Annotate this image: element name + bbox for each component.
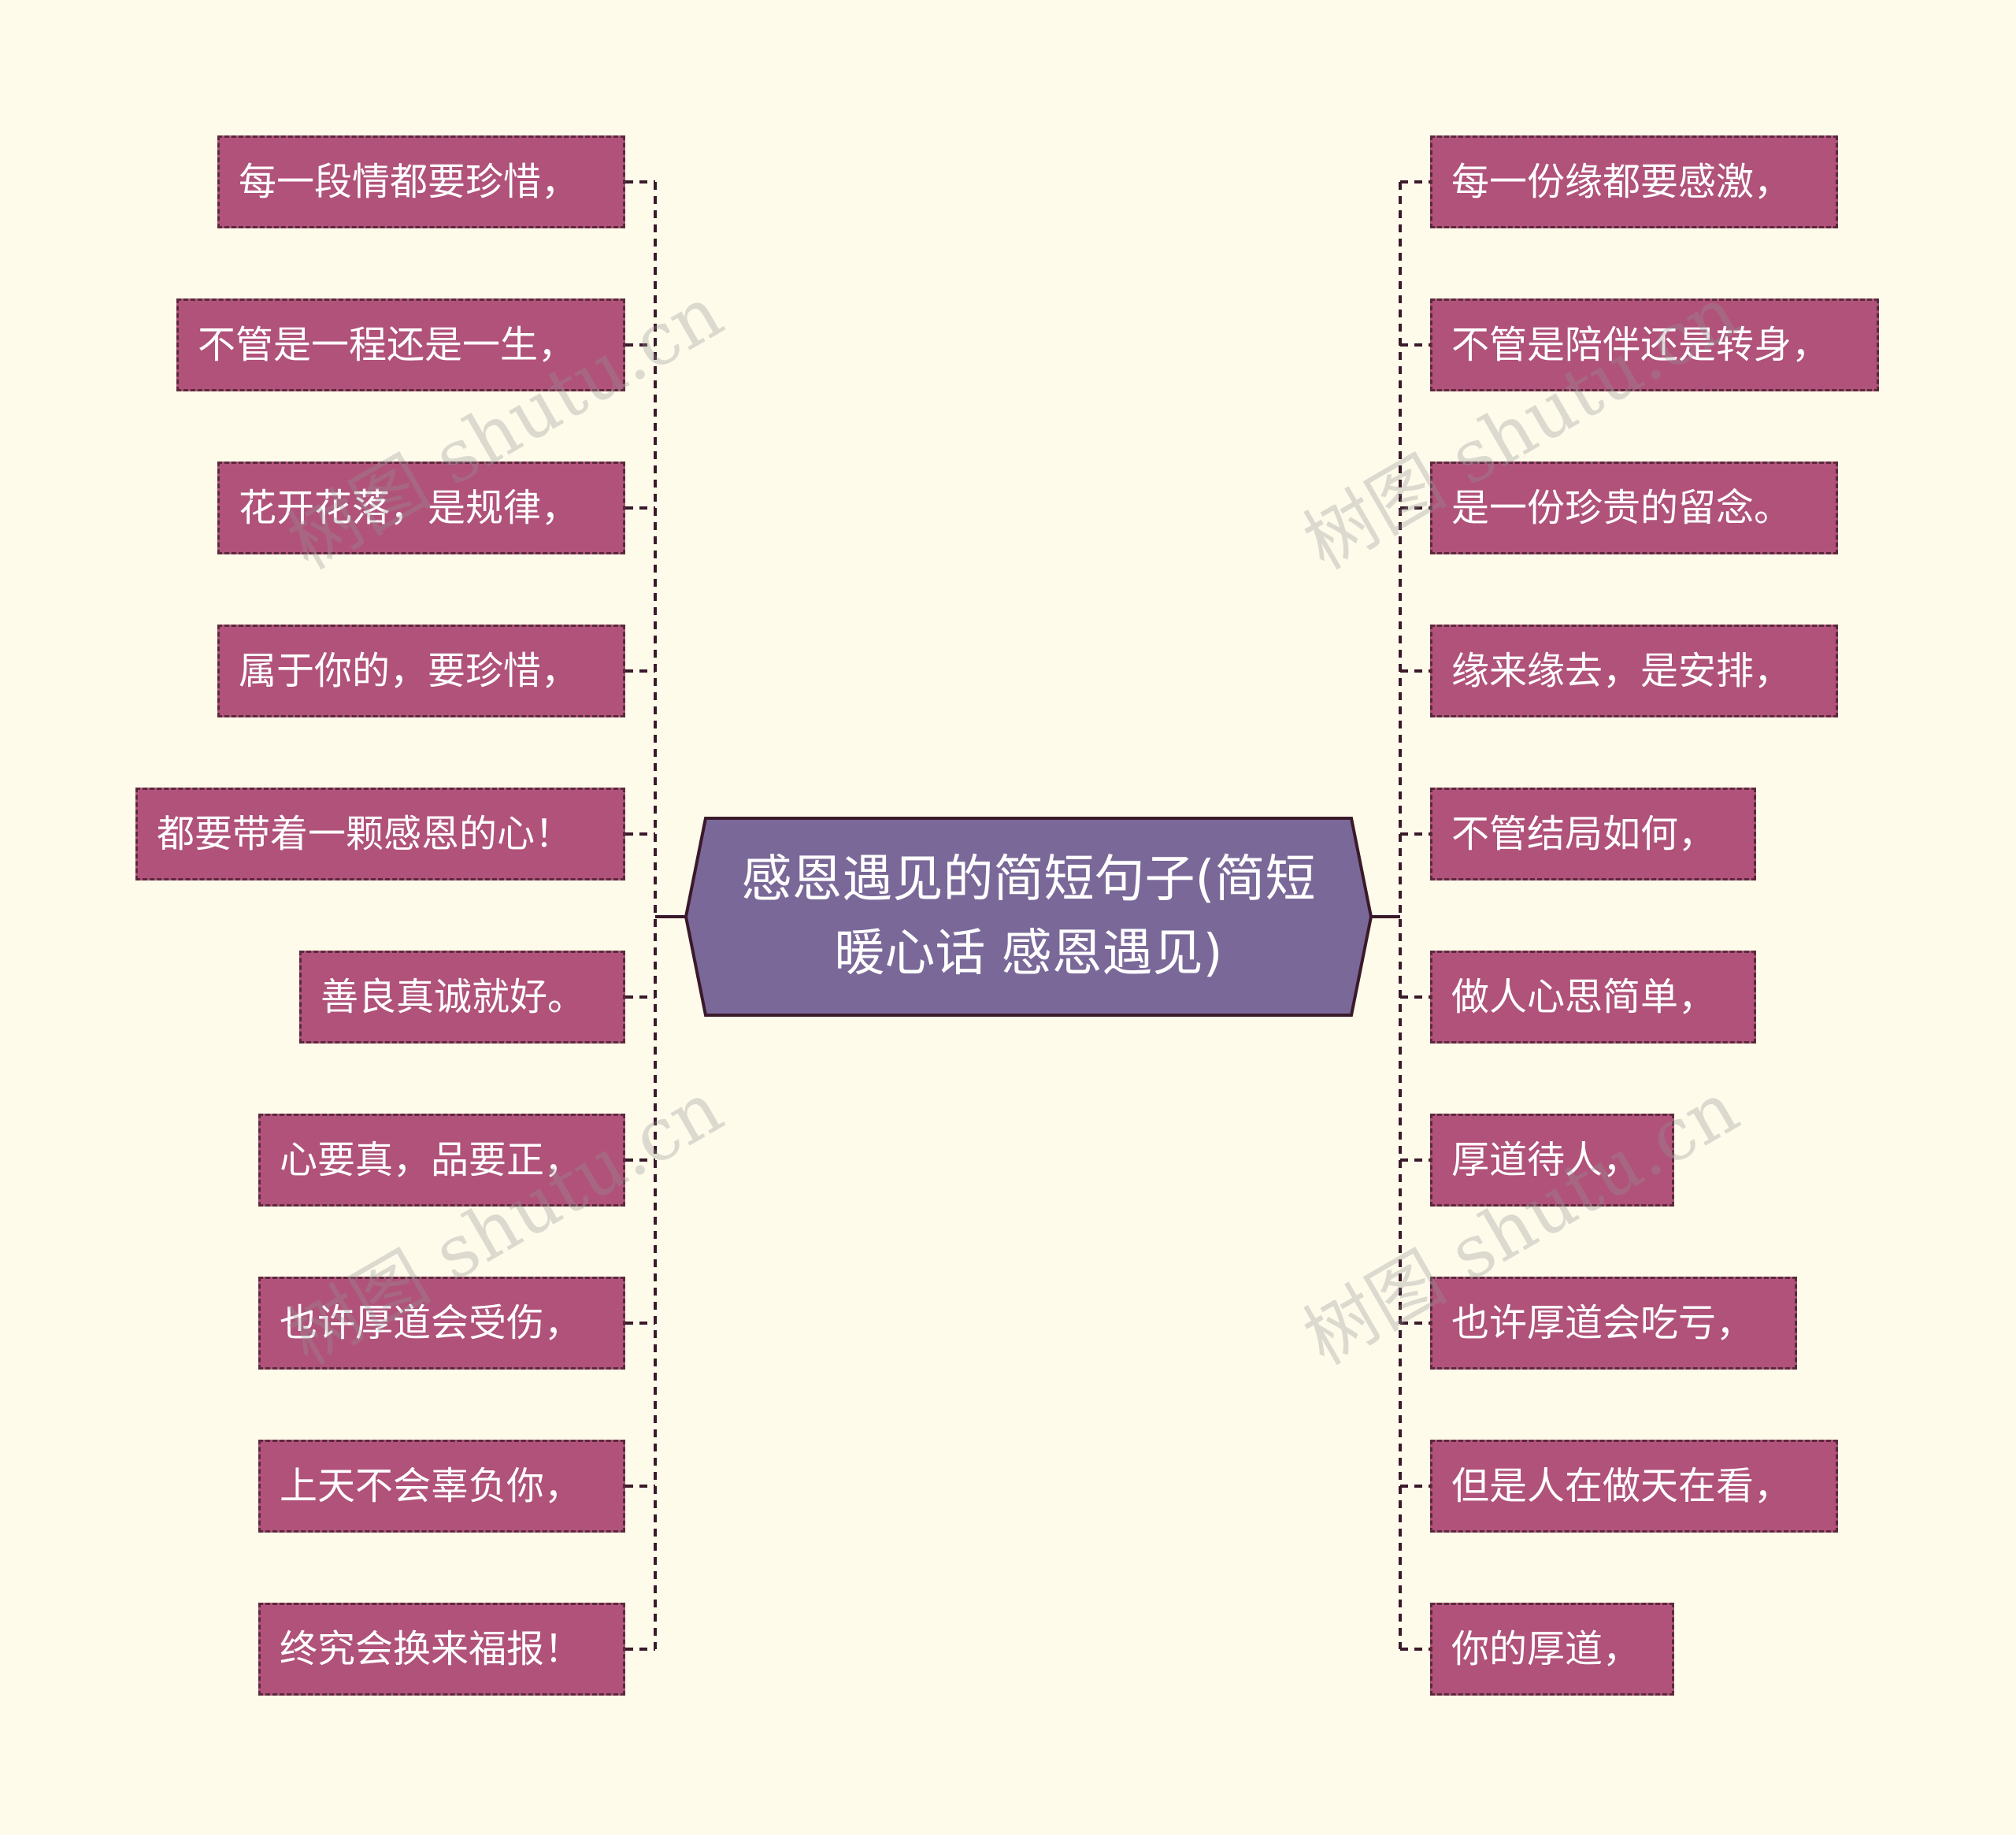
left-node-9[interactable]: 上天不会辜负你，	[258, 1440, 625, 1533]
left-node-2[interactable]: 不管是一程还是一生，	[176, 298, 625, 391]
right-node-4[interactable]: 缘来缘去，是安排，	[1430, 625, 1838, 717]
right-node-9[interactable]: 但是人在做天在看，	[1430, 1440, 1838, 1533]
left-node-1[interactable]: 每一段情都要珍惜，	[217, 135, 625, 228]
left-node-6[interactable]: 善良真诚就好。	[299, 951, 625, 1044]
central-topic-shape	[684, 817, 1373, 1017]
central-topic[interactable]: 感恩遇见的简短句子(简短 暖心话 感恩遇见)	[684, 816, 1373, 1018]
central-topic-text: 感恩遇见的简短句子(简短 暖心话 感恩遇见)	[731, 816, 1326, 1018]
left-node-10[interactable]: 终究会换来福报！	[258, 1603, 625, 1696]
left-node-8[interactable]: 也许厚道会受伤，	[258, 1277, 625, 1370]
right-node-10[interactable]: 你的厚道，	[1430, 1603, 1674, 1696]
left-node-7[interactable]: 心要真，品要正，	[258, 1114, 625, 1207]
left-node-4[interactable]: 属于你的，要珍惜，	[217, 625, 625, 717]
left-node-5[interactable]: 都要带着一颗感恩的心！	[135, 788, 625, 880]
central-topic-line-2: 暖心话 感恩遇见)	[834, 925, 1223, 983]
left-node-3[interactable]: 花开花落，是规律，	[217, 462, 625, 554]
right-node-1[interactable]: 每一份缘都要感激，	[1430, 135, 1838, 228]
right-node-8[interactable]: 也许厚道会吃亏，	[1430, 1277, 1797, 1370]
right-node-2[interactable]: 不管是陪伴还是转身，	[1430, 298, 1879, 391]
right-node-5[interactable]: 不管结局如何，	[1430, 788, 1756, 880]
right-node-3[interactable]: 是一份珍贵的留念。	[1430, 462, 1838, 554]
right-node-6[interactable]: 做人心思简单，	[1430, 951, 1756, 1044]
right-node-7[interactable]: 厚道待人，	[1430, 1114, 1674, 1207]
central-topic-line-1: 感恩遇见的简短句子(简短	[741, 851, 1316, 909]
